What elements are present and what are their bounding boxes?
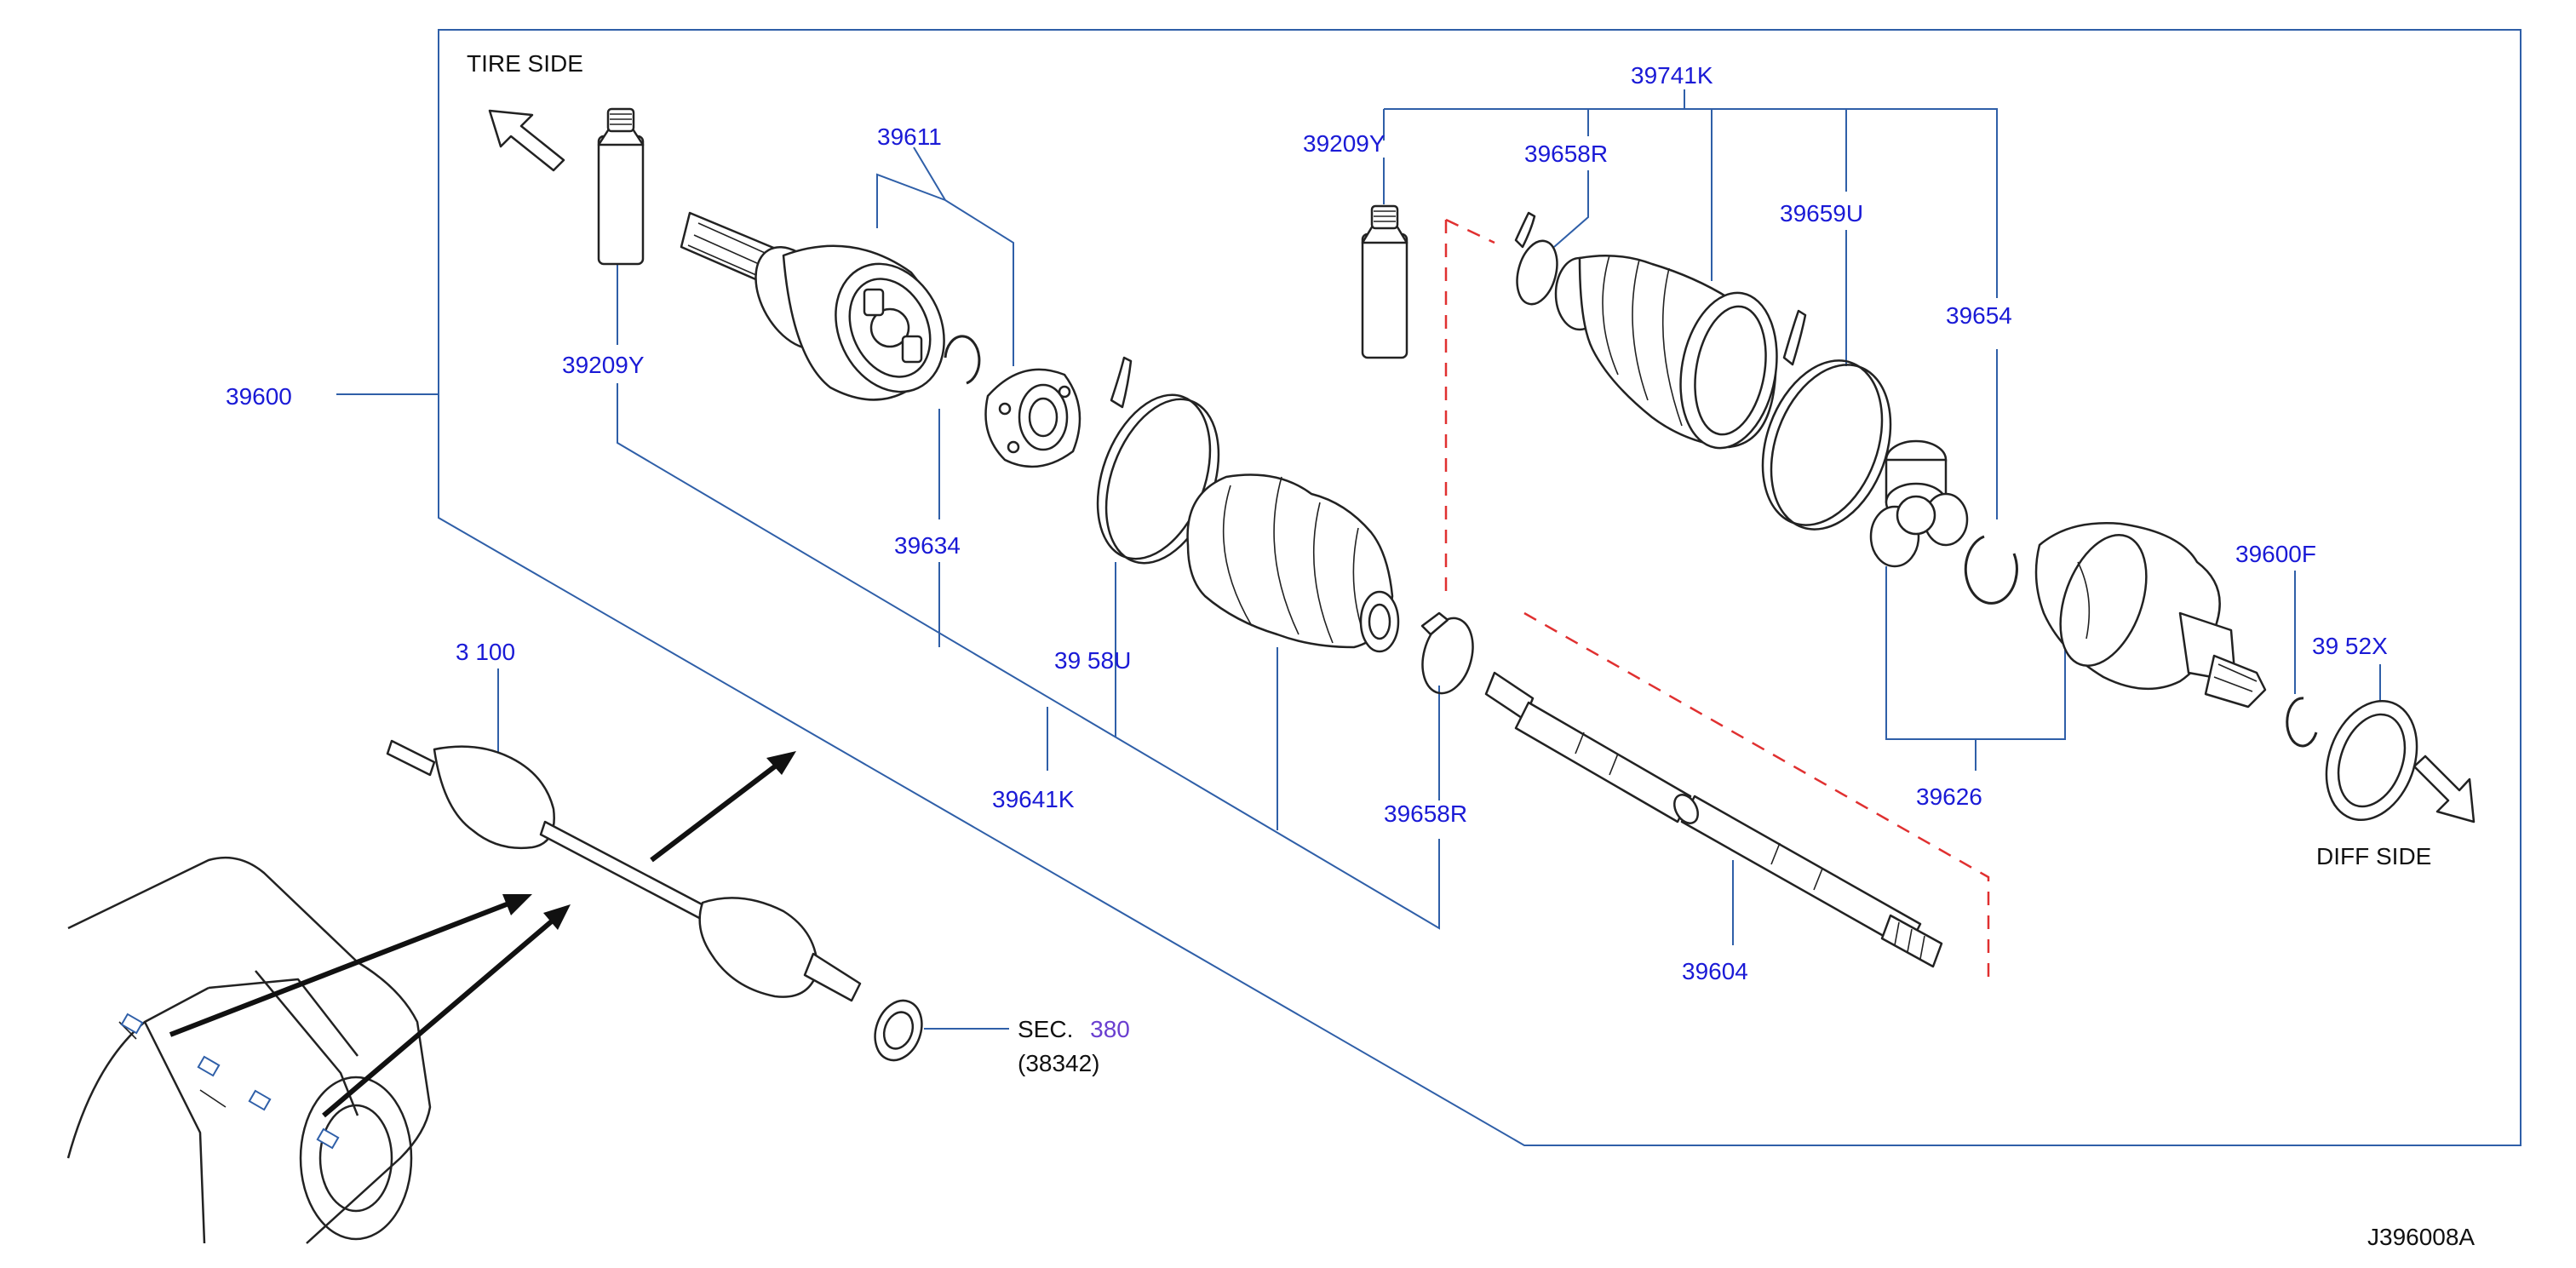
snap-ring-39654 [1964,535,2018,605]
inner-joint-housing [2034,522,2267,709]
outer-cv-joint [680,211,945,401]
drive-shaft-39604 [1484,671,1943,968]
part-label-39209Y-tire[interactable]: 39209Y [562,352,645,378]
part-label-39659U[interactable]: 39659U [1780,200,1863,227]
diagram-id: J396008A [2367,1224,2475,1250]
part-label-39209Y-diff[interactable]: 39209Y [1303,130,1386,157]
diff-side-arrow-icon [2412,754,2476,823]
part-label-39626[interactable]: 39626 [1916,783,1982,810]
section-ref-prefix: SEC. [1018,1016,1073,1042]
part-label-39641K[interactable]: 39641K [992,786,1075,812]
part-label-39634[interactable]: 39634 [894,532,961,559]
boot-tire-side [1186,473,1400,653]
boot-diff-side [1554,255,1778,450]
grease-tube-tire-side [597,107,645,266]
tripod-spider [1869,439,1969,568]
tire-side-arrow-icon [488,109,565,172]
boot-band-39659U [1761,309,1892,531]
diff-side-label: DIFF SIDE [2316,843,2431,869]
indication-arrows [169,751,796,1118]
section-ref-label: SEC. 380 [1018,1016,1130,1042]
part-label-39600F[interactable]: 39600F [2235,541,2316,567]
snap-ring-39634 [944,335,981,385]
section-sub-label: (38342) [1018,1050,1100,1076]
part-label-39600[interactable]: 39600 [226,383,292,410]
assembly-frame [438,29,2521,1146]
oil-seal-39752X [2325,699,2418,822]
circlip-39600F [2286,697,2318,748]
overview-drive-shaft [386,739,923,1062]
boot-band-39658R-upper [1514,211,1558,306]
part-label-39752X[interactable]: 39 52X [2312,633,2388,659]
vehicle-silhouette [66,856,432,1244]
boot-band-39658R-lower [1420,611,1474,695]
part-label-39658U[interactable]: 39 58U [1054,647,1131,674]
part-label-39658R-lower[interactable]: 39658R [1384,800,1467,827]
tire-side-label: TIRE SIDE [467,50,583,77]
leader-lines [497,89,2381,1030]
ball-cage-39611 [984,368,1081,468]
section-ref-number[interactable]: 380 [1090,1016,1130,1042]
part-label-39741K[interactable]: 39741K [1631,62,1713,89]
part-label-39604[interactable]: 39604 [1682,958,1748,984]
grease-tube-diff-side [1361,204,1408,359]
part-label-39100[interactable]: 3 100 [456,639,515,665]
boot-kit-dashed-outline [1444,218,1990,979]
part-label-39611[interactable]: 39611 [877,123,942,150]
part-label-39658R-upper[interactable]: 39658R [1524,141,1608,167]
part-label-39654[interactable]: 39654 [1946,302,2012,329]
